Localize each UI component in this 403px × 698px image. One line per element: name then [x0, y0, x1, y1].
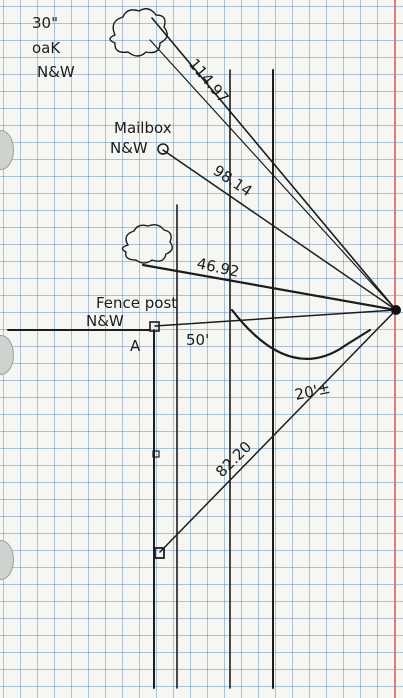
distance-mailbox: 98.14	[210, 161, 256, 200]
fence-dir-label: N&W	[86, 312, 124, 330]
oak-dir-label: N&W	[37, 63, 75, 81]
distance-lower-post: 82.20	[212, 438, 255, 481]
arc-radius-label: 20'±	[293, 379, 332, 404]
road-width-label: 50'	[186, 331, 209, 349]
line-to-tree	[141, 263, 398, 312]
arc-curve	[230, 308, 372, 360]
line-to-oak	[151, 17, 397, 311]
fence-post-label: Fence post	[96, 294, 177, 312]
lower-post-marker	[154, 547, 165, 559]
fence-post-marker	[149, 321, 160, 332]
mailbox-dir-label: N&W	[110, 139, 148, 157]
oak-tree-icon	[109, 8, 168, 57]
mid-post-marker	[152, 450, 160, 458]
mailbox-label: Mailbox	[114, 119, 172, 137]
tree-icon	[121, 223, 173, 264]
survey-point-marker	[391, 305, 401, 315]
line-to-oak-2	[149, 39, 397, 311]
distance-oak: 114.97	[185, 55, 233, 107]
line-to-fence-post	[154, 309, 397, 327]
oak-name-label: oaK	[32, 39, 61, 57]
oak-size-label: 30"	[32, 14, 58, 32]
fence-symbol: A	[130, 337, 141, 355]
distance-tree: 46.92	[195, 254, 241, 281]
line-to-lower-post	[159, 309, 397, 553]
mailbox-marker	[157, 143, 169, 155]
line-to-mailbox	[162, 149, 397, 311]
margin-rule	[394, 0, 396, 698]
